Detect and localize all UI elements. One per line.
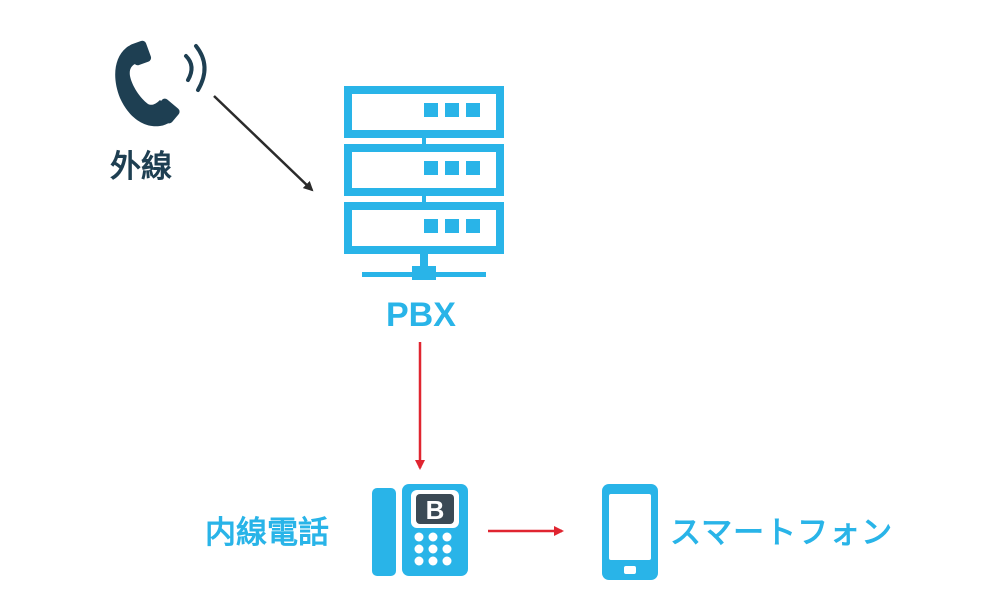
- outside-line-label: 外線: [110, 149, 172, 185]
- server-rack-icon: [344, 86, 504, 280]
- arrow-outside-to-pbx: [213, 95, 314, 192]
- extension-phone-label: 内線電話: [205, 515, 329, 551]
- smartphone-label: スマートフォン: [670, 515, 894, 551]
- smartphone-icon: [602, 484, 658, 580]
- desk-phone-icon: B: [372, 484, 468, 576]
- telephone-handset-icon: [115, 40, 207, 127]
- phone-badge-letter: B: [426, 495, 445, 525]
- pbx-label: PBX: [386, 296, 456, 334]
- keypad: [414, 532, 452, 566]
